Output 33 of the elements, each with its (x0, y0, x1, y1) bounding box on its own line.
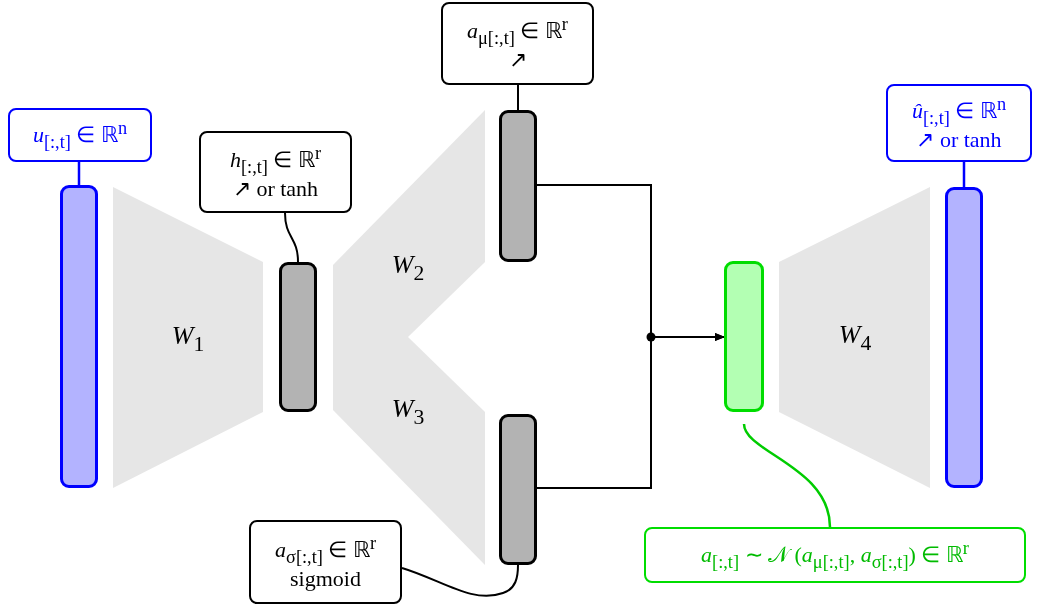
math-label: a$_{[:,t]}$ ∼ 𝒩 (a$_{μ[:,t]}$, a$_{σ[:,t]}$) ∈ ℝ$^{r}$ (701, 538, 969, 572)
math-label: ↗ or tanh (232, 176, 319, 200)
weight-label: W$_{1}$ (171, 321, 205, 357)
math-label: a$_{σ[:,t]}$ ∈ ℝ$^{r}$ (275, 533, 376, 567)
weight-label: W$_{4}$ (838, 320, 872, 356)
math-label: h$_{[:,t]}$ ∈ ℝ$^{r}$ (229, 143, 322, 177)
math-label: u$_{[:,t]}$ ∈ ℝ$^{n}$ (32, 118, 128, 152)
leader-line (401, 564, 519, 597)
math-label: û$_{[:,t]}$ ∈ ℝ$^{n}$ (911, 94, 1007, 128)
leader-line (962, 162, 966, 187)
callout-box (199, 131, 352, 213)
vector-bar (279, 262, 317, 412)
vector-bar (499, 110, 537, 262)
math-label: sigmoid (290, 566, 361, 590)
leader-line (742, 423, 832, 528)
callout-box (886, 84, 1032, 162)
arrow (536, 333, 725, 489)
leader-line (284, 212, 299, 263)
leader-line (77, 162, 81, 185)
callout-box (441, 2, 594, 85)
math-label: ↗ (508, 48, 527, 72)
callout-box (8, 108, 152, 162)
weight-label: W$_{2}$ (391, 250, 425, 286)
weight-label: W$_{3}$ (391, 394, 425, 430)
vector-bar (499, 414, 537, 565)
callout-box (644, 527, 1026, 583)
callout-box (249, 520, 402, 604)
leader-line (517, 84, 519, 111)
vector-bar (60, 185, 98, 488)
vector-bar (945, 187, 983, 488)
vector-bar (724, 261, 764, 412)
math-label: ↗ or tanh (916, 127, 1002, 151)
math-label: a$_{μ[:,t]}$ ∈ ℝ$^{r}$ (467, 15, 568, 49)
